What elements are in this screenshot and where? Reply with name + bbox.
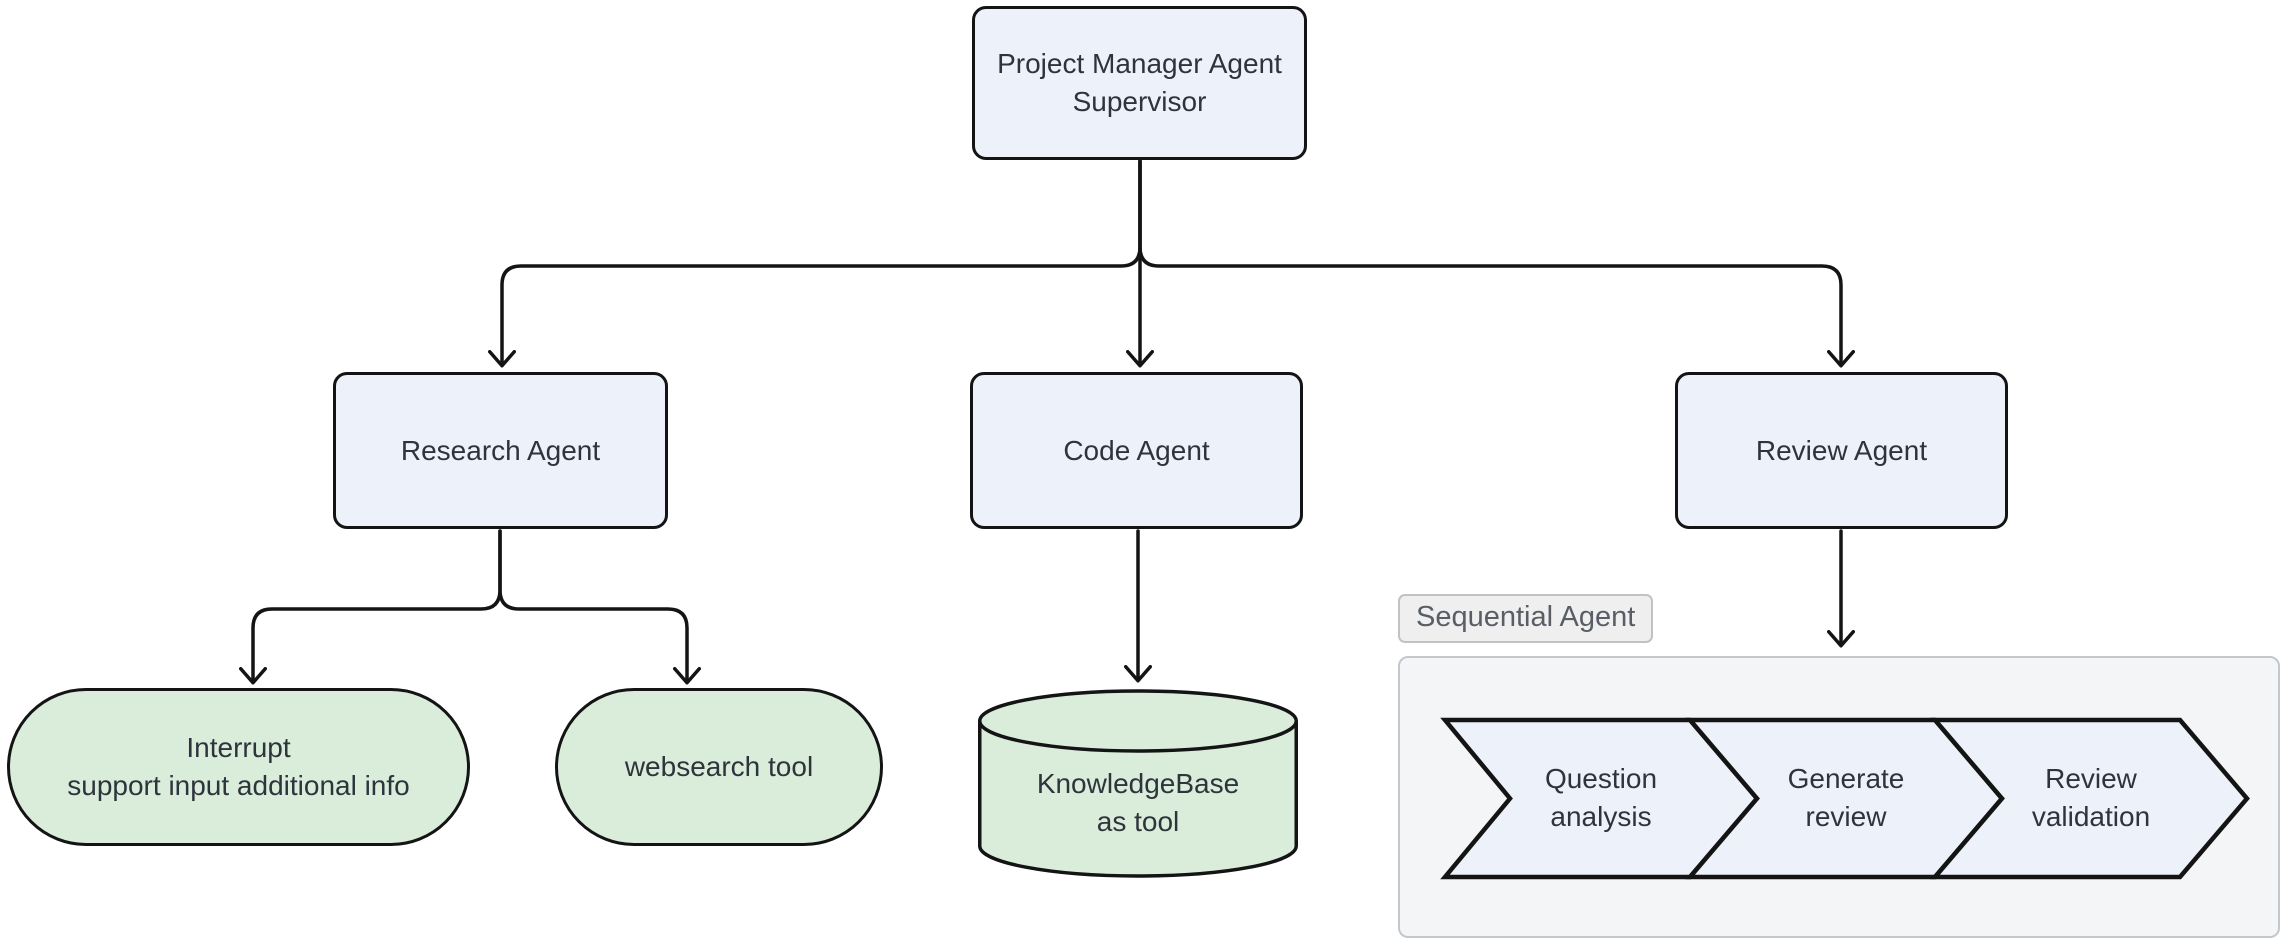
step-label-line: validation — [2031, 801, 2151, 832]
node-knowledgebase-label: KnowledgeBase as tool — [978, 748, 1298, 858]
edge-research-websearch — [498, 529, 701, 685]
step-chevron-review-validation — [1930, 717, 2250, 880]
step-label-line: Generate — [1787, 763, 1905, 794]
node-label: support input additional info — [67, 770, 410, 801]
node-label: Code Agent — [1063, 434, 1210, 466]
step-label-line: Review — [2045, 763, 2137, 794]
step-label-line: analysis — [1550, 801, 1652, 832]
node-label: Research Agent — [400, 434, 601, 466]
node-label: as tool — [1096, 806, 1180, 837]
step-label-line: review — [1805, 801, 1887, 832]
edge-supervisor-review — [1138, 159, 1855, 368]
node-label: Supervisor — [1072, 86, 1207, 117]
badge-label: Sequential Agent — [1416, 601, 1636, 633]
node-label: Project Manager Agent — [997, 48, 1282, 79]
step-label-generate-review: Generate review — [1736, 752, 1956, 844]
step-label-question-analysis: Question analysis — [1491, 752, 1711, 844]
step-label-line: Question — [1544, 763, 1658, 794]
node-project-manager-supervisor: Project Manager Agent Supervisor — [972, 6, 1307, 160]
node-code-agent: Code Agent — [970, 372, 1303, 529]
step-label-review-validation: Review validation — [1981, 752, 2201, 844]
node-research-agent: Research Agent — [333, 372, 668, 529]
database-cylinder-body — [978, 721, 1298, 878]
node-label: websearch tool — [624, 751, 814, 782]
edge-supervisor-research — [488, 159, 1142, 368]
node-websearch-tool: websearch tool — [555, 688, 883, 846]
node-review-agent: Review Agent — [1675, 372, 2008, 529]
node-interrupt-tool: Interrupt support input additional info — [7, 688, 470, 846]
node-label: KnowledgeBase — [1036, 768, 1240, 799]
node-label: Interrupt — [186, 732, 291, 763]
node-label: Review Agent — [1755, 434, 1928, 466]
edge-research-interrupt — [239, 529, 502, 685]
database-cylinder-top — [978, 689, 1298, 753]
sequential-agent-badge: Sequential Agent — [1398, 594, 1654, 643]
